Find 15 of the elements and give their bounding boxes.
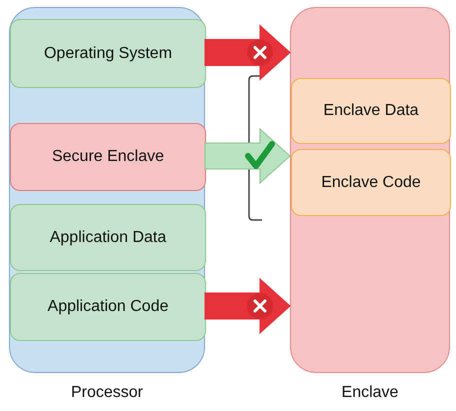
block-arrow (204, 128, 291, 184)
process-box (10, 19, 206, 88)
process-box (10, 204, 206, 271)
process-box (10, 123, 206, 191)
process-box (291, 78, 451, 144)
box-label: Application Data (48, 228, 168, 246)
box-label: Application Code (46, 298, 170, 316)
process-box (10, 273, 206, 341)
box-label: Secure Enclave (50, 148, 166, 166)
box-label: Operating System (42, 44, 174, 62)
box-label: Enclave Code (320, 174, 422, 192)
box-label: Enclave Data (322, 102, 420, 120)
process-box (291, 149, 451, 216)
container-label: Enclave (340, 384, 400, 402)
container-label: Processor (70, 384, 144, 402)
